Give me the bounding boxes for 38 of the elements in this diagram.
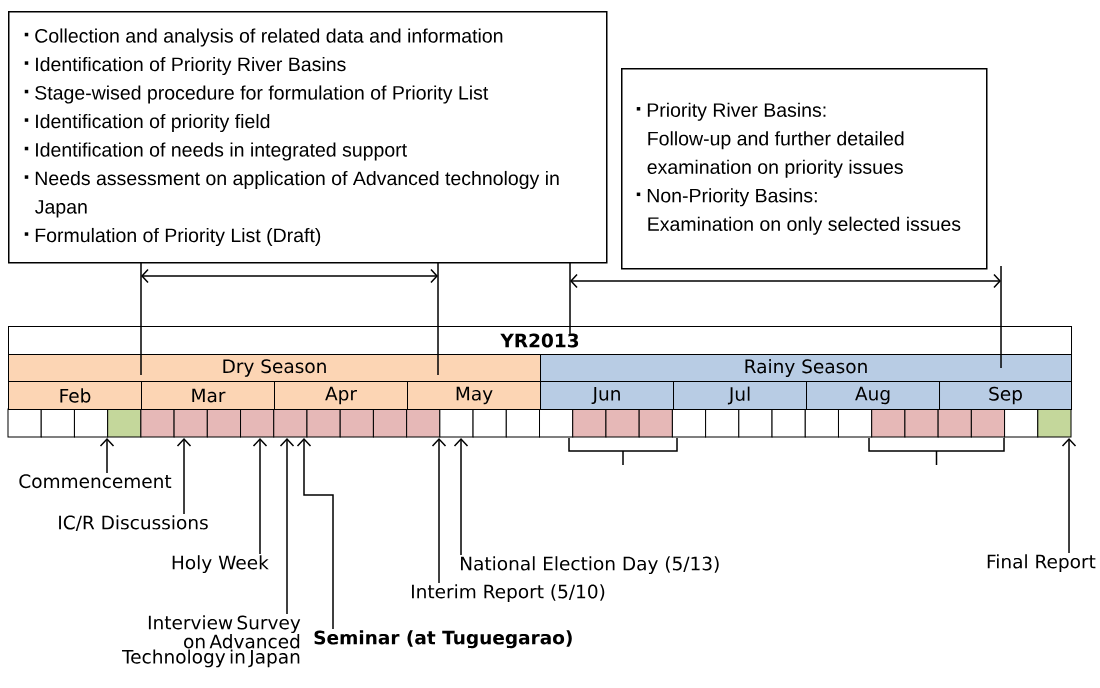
arrow (1061, 438, 1077, 554)
annotation-text: Final Report (987, 554, 1096, 573)
text-box (621, 68, 988, 270)
month-cell: May (407, 381, 541, 410)
month-cell: Feb (8, 381, 142, 410)
list-item: Needs assessment on application of Advanced technology in Japan (35, 170, 559, 218)
arrow (431, 438, 447, 584)
list-item: Non-Priority Basins: (647, 188, 817, 207)
annotation-text: Interim Report (5/10) (412, 584, 605, 603)
arrow (99, 438, 115, 474)
arrow (279, 438, 295, 615)
list-item: Identification of priority field (36, 113, 270, 133)
list-item: Stage-wised procedure for formulation of Priority List (35, 85, 489, 104)
list-item: Identification of needs in integrated support (36, 142, 407, 161)
list-item: Collection and analysis of related data and information (35, 28, 503, 47)
list-item: Examination on only selected issues (648, 216, 961, 235)
list-item: Follow-up and further detailed examination on priority issues (647, 131, 904, 178)
annotation-text: Holy Week (172, 555, 269, 574)
month-cell: Jul (673, 381, 807, 410)
annotation-text: Interview Survey on Advanced Technology in Japan (122, 615, 301, 668)
month-cell: Jun (540, 381, 674, 410)
annotation-text: IC/R Discussions (59, 515, 208, 531)
month-cell: Mar (141, 381, 275, 410)
arrow (252, 438, 268, 555)
annotation-text: National Election Day (5/13) (461, 556, 719, 575)
month-cell: Aug (806, 381, 940, 410)
month-cell: Sep (939, 381, 1072, 410)
list-item: Identification of Priority River Basins (36, 56, 346, 76)
annotation-text: Commencement (19, 474, 172, 489)
annotation-text: Seminar (at Tuguegarao) (314, 630, 572, 649)
text-box (8, 11, 608, 264)
year-band: YR2013 (8, 326, 1072, 355)
arrow (453, 438, 469, 556)
list-item: Priority River Basins: (647, 102, 826, 121)
list-item: Formulation of Priority List (Draft) (35, 227, 321, 247)
arrow (296, 438, 334, 630)
arrow (176, 438, 192, 515)
month-cell: Apr (274, 381, 408, 410)
